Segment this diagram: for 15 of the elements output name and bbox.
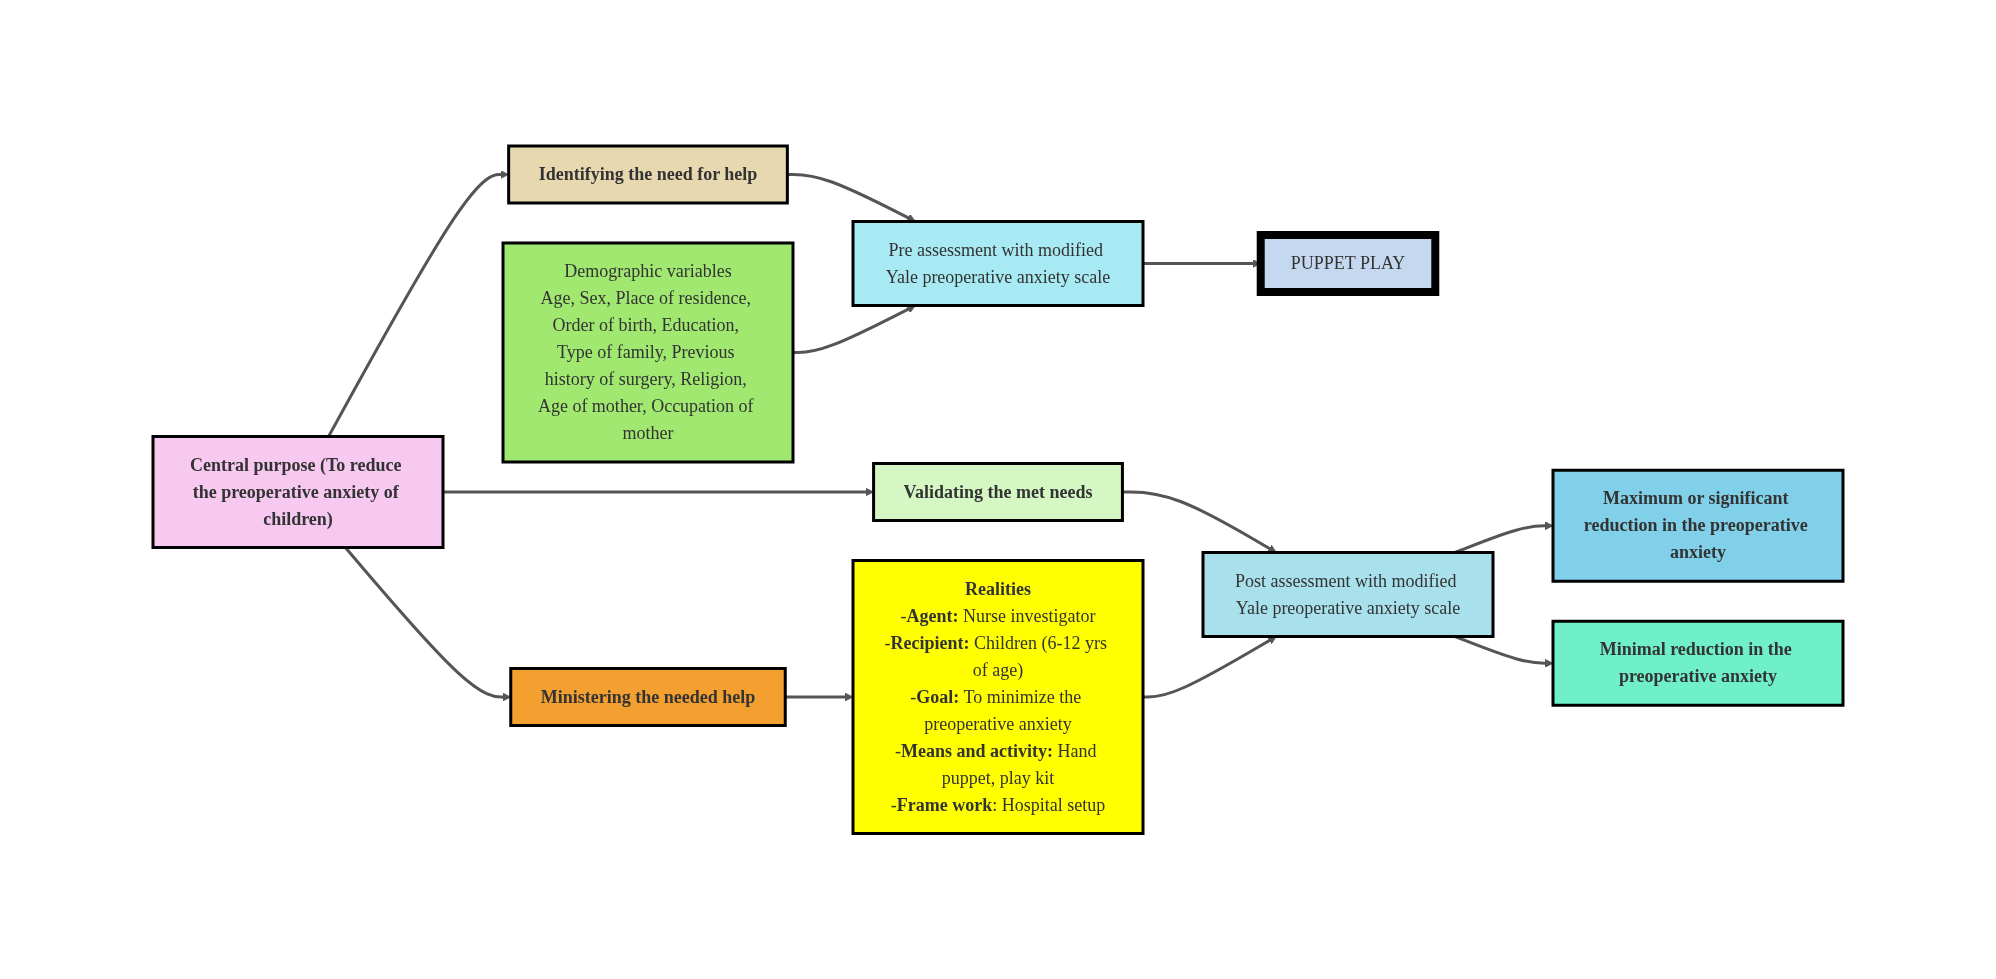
- node-box: Post assessment with modified Yale preoperative anxiety scale: [1201, 550, 1495, 638]
- arrow: [443, 487, 874, 497]
- node-box: Minimal reduction in the preoperative anxiety: [1551, 619, 1845, 707]
- node-box: Pre assessment with modified Yale preoperative anxiety scale: [851, 219, 1145, 307]
- arrow: [785, 692, 854, 702]
- node-box: Central purpose (To reduce the preoperative anxiety of children): [151, 434, 445, 549]
- node-box: Validating the met needs: [872, 461, 1124, 522]
- arrow: [1122, 490, 1277, 553]
- node-box: Realities -Agent: Nurse investigator -Recipient: Children (6-12 yrs of age) -Goal: To minimize the preoperative anxiety -Means and activity: Hand puppet, play kit -Frame work: Hospital setup: [851, 558, 1145, 835]
- node-box: Ministering the needed help: [509, 666, 787, 727]
- node-box: PUPPET PLAY: [1256, 230, 1440, 296]
- arrow: [787, 172, 916, 222]
- node-box: Demographic variables Age, Sex, Place of residence, Order of birth, Education, Type of family, Previous history of surgery, Religion, Age of mother, Occupation of mother: [501, 241, 795, 464]
- node-box: Maximum or significant reduction in the preoperative anxiety: [1551, 468, 1845, 583]
- node-box: Identifying the need for help: [507, 144, 789, 205]
